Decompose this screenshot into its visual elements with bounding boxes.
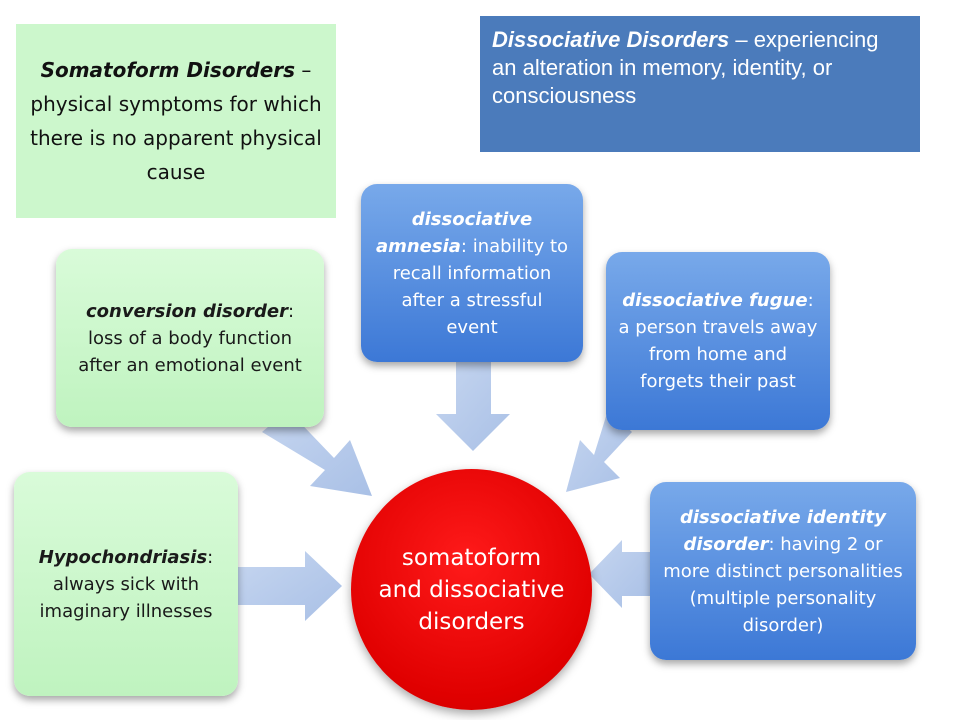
identity-definition: : having 2 or more distinct personalitie… [663, 533, 903, 636]
arrow-hypochondriasis [238, 551, 342, 621]
hypochondriasis-term: Hypochondriasis [38, 546, 208, 568]
arrow-identity [589, 540, 650, 608]
fugue-term: dissociative fugue [622, 290, 808, 311]
center-label: somatoform and dissociative disorders [378, 544, 565, 635]
identity-term: dissociative identity disorder [679, 506, 886, 555]
dissociative-amnesia-card: dissociative amnesia: inability to recal… [361, 184, 583, 362]
amnesia-term: dissociative amnesia [375, 208, 533, 257]
conversion-term: conversion disorder [85, 300, 288, 322]
amnesia-definition: : inability to recall information after … [392, 235, 569, 338]
dissociative-fugue-card: dissociative fugue: a person travels awa… [606, 252, 830, 430]
hypochondriasis-definition: : always sick with imaginary illnesses [39, 546, 214, 622]
conversion-definition: : loss of a body function after an emoti… [78, 300, 302, 376]
somatoform-definition-note: Somatoform Disorders – physical symptoms… [16, 24, 336, 218]
center-circle: somatoform and dissociative disorders [351, 469, 592, 710]
somatoform-definition: – physical symptoms for which there is n… [30, 58, 322, 184]
arrow-conversion [262, 410, 372, 496]
hypochondriasis-card: Hypochondriasis: always sick with imagin… [14, 472, 238, 696]
conversion-disorder-card: conversion disorder: loss of a body func… [56, 249, 324, 427]
dissociative-identity-card: dissociative identity disorder: having 2… [650, 482, 916, 660]
dissociative-definition: – experiencing an alteration in memory, … [492, 27, 879, 108]
dissociative-definition-note: Dissociative Disorders – experiencing an… [480, 16, 920, 152]
fugue-definition: : a person travels away from home and fo… [618, 290, 818, 392]
arrow-fugue [566, 410, 632, 492]
dissociative-term: Dissociative Disorders [492, 27, 730, 52]
somatoform-term: Somatoform Disorders [40, 58, 296, 82]
arrow-amnesia [436, 362, 510, 451]
